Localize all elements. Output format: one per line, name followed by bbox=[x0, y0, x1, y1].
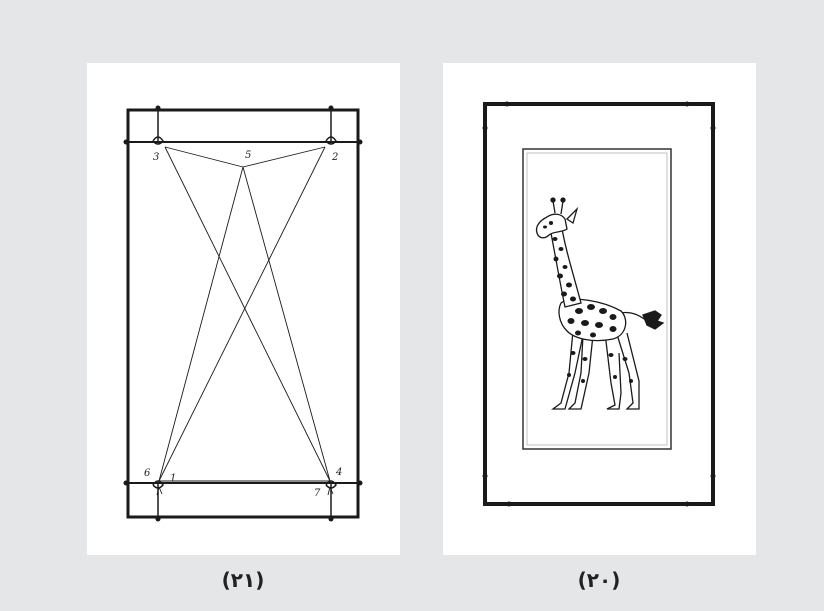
corner-hooks bbox=[153, 137, 336, 488]
figure-21-caption: (۲۱) bbox=[183, 568, 303, 592]
lacing-frame-diagram: 1 2 3 4 5 6 7 bbox=[87, 63, 400, 555]
giraffe-illustration bbox=[536, 198, 663, 409]
inner-mat bbox=[523, 149, 671, 449]
inner-mat-line bbox=[527, 153, 667, 445]
figure-20-caption: (۲۰) bbox=[539, 568, 659, 592]
point-label-3: 3 bbox=[153, 152, 159, 163]
point-label-2: 2 bbox=[331, 152, 338, 163]
point-label-1: 1 bbox=[170, 473, 176, 484]
figure-20-panel bbox=[443, 63, 756, 555]
framed-giraffe-picture bbox=[443, 63, 756, 555]
figure-21-panel: 1 2 3 4 5 6 7 bbox=[87, 63, 400, 555]
point-label-5: 5 bbox=[245, 150, 251, 161]
point-label-7: 7 bbox=[314, 488, 321, 499]
lacing-strings bbox=[157, 147, 333, 495]
point-label-4: 4 bbox=[335, 467, 342, 478]
point-label-6: 6 bbox=[144, 468, 151, 479]
